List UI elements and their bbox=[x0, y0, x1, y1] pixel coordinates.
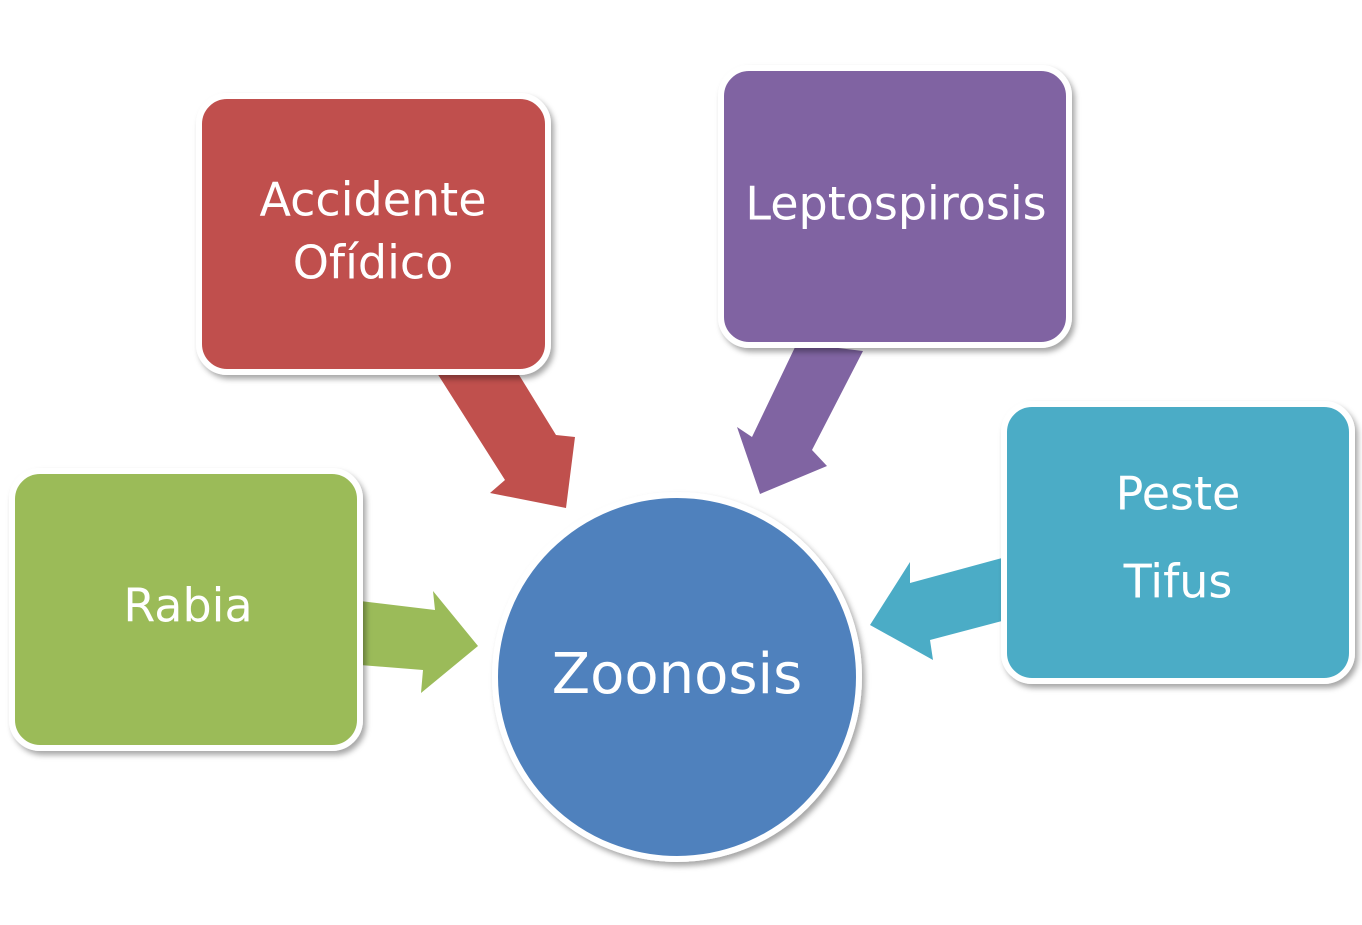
node-label-line: Leptospirosis bbox=[745, 177, 1046, 231]
hub-circle bbox=[492, 492, 862, 862]
hub-zoonosis: Zoonosis bbox=[492, 492, 862, 862]
node-rabia: Rabia bbox=[9, 468, 363, 751]
arrow-rabia bbox=[360, 591, 478, 693]
node-label-line: Rabia bbox=[123, 579, 252, 633]
node-box bbox=[196, 93, 551, 375]
arrow-accidente-ofidico bbox=[437, 357, 575, 508]
arrow-peste-tifus bbox=[870, 558, 1002, 660]
node-label-line: Ofídico bbox=[293, 236, 454, 290]
arrow-leptospirosis bbox=[737, 343, 863, 494]
node-box bbox=[9, 468, 363, 751]
hub-label: Zoonosis bbox=[552, 642, 803, 707]
node-leptospirosis: Leptospirosis bbox=[718, 65, 1072, 348]
node-label-line: Tifus bbox=[1123, 555, 1233, 609]
node-label-line: Accidente bbox=[259, 173, 486, 227]
node-peste-tifus: Peste Tifus bbox=[1001, 401, 1355, 684]
node-box bbox=[1001, 401, 1355, 684]
node-label-line: Peste bbox=[1116, 467, 1241, 521]
node-accidente-ofidico: Accidente Ofídico bbox=[196, 93, 551, 375]
node-box bbox=[718, 65, 1072, 348]
